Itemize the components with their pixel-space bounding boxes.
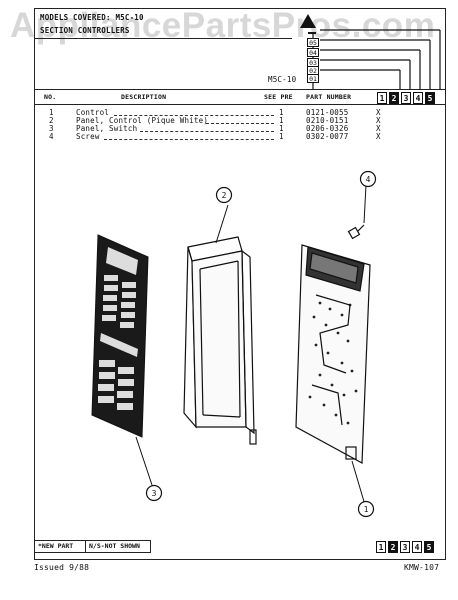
header-divider	[34, 38, 292, 39]
col-1: 1	[377, 92, 387, 104]
callout-1: 1	[364, 505, 369, 514]
version-box-01: 01	[307, 74, 319, 83]
footer-col-4: 4	[412, 541, 422, 553]
row-4-desc: Screw	[76, 132, 100, 141]
version-box-05: 05	[307, 38, 319, 47]
row-4-leader	[104, 139, 274, 140]
row-3-part: 0206-0326	[306, 124, 349, 133]
version-box-04: 04	[307, 48, 319, 57]
issued-date: Issued 9/88	[34, 563, 90, 572]
row-1-leader	[114, 115, 274, 116]
footer-new-part: *NEW PART	[34, 540, 86, 553]
col-no: NO.	[44, 93, 57, 101]
callout-4: 4	[366, 175, 371, 184]
row-2-mark: X	[376, 116, 381, 125]
row-2-desc: Panel, Control (Pique White)	[76, 116, 209, 125]
version-staircase	[300, 14, 441, 90]
footer-col-5: 5	[424, 541, 434, 553]
row-2-no: 2	[49, 116, 54, 125]
table-header-top	[34, 89, 446, 90]
callout-3: 3	[152, 489, 157, 498]
page-code: KMW-107	[404, 563, 440, 572]
exploded-diagram: 2 4 3 1	[91, 170, 377, 518]
row-3-leader	[140, 131, 274, 132]
callout-2: 2	[222, 191, 227, 200]
section-label: SECTION CONTROLLERS	[40, 26, 130, 35]
footer-not-shown: N/S-NOT SHOWN	[85, 540, 151, 553]
row-4-part: 0302-0077	[306, 132, 349, 141]
row-2-part: 0210-0151	[306, 116, 349, 125]
footer-col-1: 1	[376, 541, 386, 553]
row-1-no: 1	[49, 108, 54, 117]
screw-drawing	[347, 224, 365, 240]
row-4-no: 4	[49, 132, 54, 141]
col-part-number: PART NUMBER	[306, 93, 352, 101]
col-2: 2	[389, 92, 399, 104]
footer-col-3: 3	[400, 541, 410, 553]
row-1-qty: 1	[279, 108, 284, 117]
col-description: DESCRIPTION	[121, 93, 167, 101]
row-2-qty: 1	[279, 116, 284, 125]
row-3-no: 3	[49, 124, 54, 133]
row-1-part: 0121-0055	[306, 108, 349, 117]
control-panel-drawing	[183, 236, 257, 445]
col-5: 5	[425, 92, 435, 104]
models-covered-label: MODELS COVERED: M5C-10	[40, 13, 144, 22]
col-see-pre: SEE PRE	[264, 93, 293, 101]
footer-col-2: 2	[388, 541, 398, 553]
col-3: 3	[401, 92, 411, 104]
page-frame	[34, 8, 446, 560]
row-1-desc: Control	[76, 108, 110, 117]
model-label: M5C-10	[268, 75, 297, 84]
col-4: 4	[413, 92, 423, 104]
row-3-mark: X	[376, 124, 381, 133]
control-board-drawing	[295, 244, 371, 464]
row-4-qty: 1	[279, 132, 284, 141]
row-1-mark: X	[376, 108, 381, 117]
row-3-qty: 1	[279, 124, 284, 133]
row-3-desc: Panel, Switch	[76, 124, 138, 133]
switch-panel-drawing	[91, 234, 149, 438]
row-4-mark: X	[376, 132, 381, 141]
table-header-bottom	[34, 104, 446, 105]
row-2-leader	[206, 123, 274, 124]
